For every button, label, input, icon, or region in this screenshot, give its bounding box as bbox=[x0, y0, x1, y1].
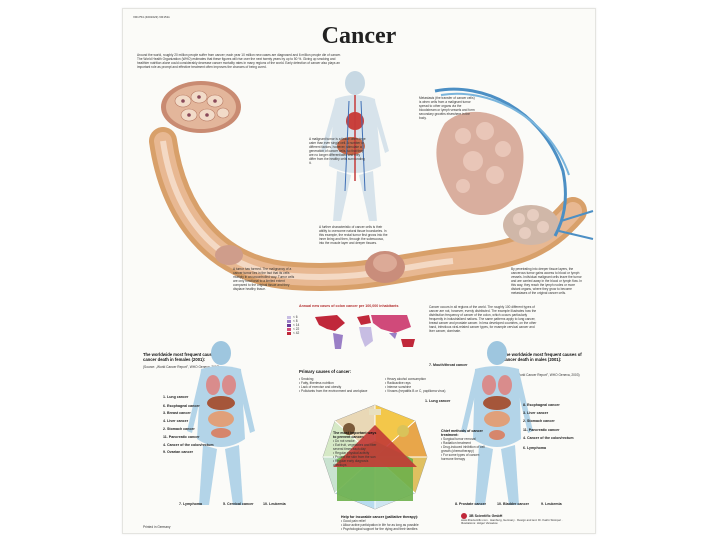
polyp-text: A tumor has formed. The malignancy of a … bbox=[233, 267, 295, 291]
prevention-item: • Protect the skin from the sun bbox=[333, 455, 376, 460]
female-label: 11. Pancreatic cancer bbox=[163, 434, 200, 439]
prevention-item: • Do not smoke bbox=[333, 439, 355, 444]
cancer-poster: VR1754 (4001623) VR1511 Cancer Around th… bbox=[122, 8, 596, 534]
map-title: Annual new cases of colon cancer per 100… bbox=[299, 304, 399, 308]
male-label: 7. Mouth/throat cancer bbox=[429, 363, 468, 367]
cause-item: • Pollutants from the environment and wo… bbox=[299, 389, 368, 393]
legend-label: < 6 bbox=[293, 315, 298, 319]
publisher-logo-icon bbox=[461, 513, 467, 519]
legend-swatch bbox=[287, 327, 291, 331]
female-labels: 1. Lung cancer 6. Esophageal cancer 3. B… bbox=[163, 395, 214, 455]
female-label: 4. Cancer of the colon/rectum bbox=[163, 442, 214, 447]
legend-label: < 14 bbox=[293, 323, 300, 327]
therapy-item: • For some types of cancer: hormone ther… bbox=[441, 453, 480, 462]
legend-label: < 42 bbox=[293, 331, 300, 335]
causes-title: Primary causes of cancer: bbox=[299, 369, 352, 374]
female-label: 1. Lung cancer bbox=[163, 395, 189, 399]
female-label: 9. Ovarian cancer bbox=[163, 450, 193, 455]
cause-item: • Smoking bbox=[299, 377, 314, 381]
invasion-text: A further characteristic of cancer cells… bbox=[319, 225, 388, 245]
legend-swatch bbox=[287, 319, 291, 323]
palliative-title: Help for incurable cancer (palliative th… bbox=[341, 515, 419, 519]
causes-left-list: • Smoking • Fatty, fiberless nutrition •… bbox=[299, 377, 381, 393]
legend-swatch bbox=[287, 331, 291, 335]
male-label: 8. Prostate cancer bbox=[455, 502, 486, 506]
females-title: The worldwide most frequent causes of ca… bbox=[143, 352, 222, 362]
male-labels: 8. Esophageal cancer 3. Liver cancer 2. … bbox=[523, 403, 579, 450]
female-label: 6. Esophageal cancer bbox=[163, 403, 200, 408]
prevention-box: The most important ways to prevent cance… bbox=[333, 431, 377, 467]
causes-right-list: • Heavy alcohol consumption • Radioactiv… bbox=[385, 377, 465, 393]
prevention-item: • Regular physical activity bbox=[333, 451, 370, 456]
palliative-item: • Good pain relief bbox=[341, 519, 366, 524]
therapy-box: Chief methods of cancer treatment: • Sur… bbox=[441, 429, 487, 461]
spread-text: By penetrating into deeper tissue layers… bbox=[511, 267, 583, 295]
female-label: 10. Leukemia bbox=[263, 502, 286, 506]
palliative-box: Help for incurable cancer (palliative th… bbox=[341, 515, 451, 531]
female-label: 3. Breast cancer bbox=[163, 411, 191, 416]
world-map bbox=[315, 315, 415, 349]
male-label: 9. Leukemia bbox=[541, 502, 562, 506]
cause-item: • Intense sunshine bbox=[385, 385, 412, 389]
cause-item: • Radioactive rays bbox=[385, 381, 411, 385]
female-label: 2. Stomach cancer bbox=[163, 426, 195, 431]
publisher-block: 3B Scientific GmbH www.3bscientific.com … bbox=[461, 513, 571, 526]
prevention-item: • Regular early diagnosis checkups bbox=[333, 459, 369, 468]
female-figure bbox=[187, 341, 255, 505]
cause-item: • Heavy alcohol consumption bbox=[385, 377, 426, 381]
females-source: (Source: „World Cancer Report", WHO Gene… bbox=[143, 365, 220, 369]
female-label: 7. Lymphoma bbox=[179, 502, 203, 506]
tumor-text: A malignant tumor is a tissue often ring… bbox=[309, 137, 366, 165]
male-label: 3. Liver cancer bbox=[523, 411, 549, 416]
legend-swatch bbox=[287, 323, 291, 327]
map-legend: < 6 < 8 < 14 < 22 < 42 bbox=[287, 315, 299, 335]
female-label: 4. Liver cancer bbox=[163, 419, 189, 424]
legend-label: < 8 bbox=[293, 319, 298, 323]
tumor-illustration bbox=[149, 71, 594, 291]
male-label: 8. Esophageal cancer bbox=[523, 403, 560, 407]
polyp bbox=[215, 245, 243, 265]
publisher-name: 3B Scientific GmbH bbox=[469, 513, 503, 518]
publisher-info: www.3bscientific.com · Hamburg, Germany … bbox=[461, 518, 563, 526]
male-label: 1. Lung cancer bbox=[425, 399, 451, 403]
prevention-title: The most important ways to prevent cance… bbox=[333, 431, 377, 440]
male-figure bbox=[461, 341, 533, 505]
therapy-item: • Drug-induced inhibition of cell growth… bbox=[441, 445, 485, 454]
palliative-item: • Allow active participation in life for… bbox=[341, 523, 419, 528]
males-source: (Source: „World Cancer Report", WHO Gene… bbox=[503, 373, 580, 377]
legend-swatch bbox=[287, 315, 291, 319]
cause-item: • Lack of exercise and obesity bbox=[299, 385, 342, 389]
metastasis-text: Metastasis (the transfer of cancer cells… bbox=[419, 96, 475, 120]
males-title: The worldwide most frequent causes of ca… bbox=[503, 352, 582, 362]
causes-octagon bbox=[322, 404, 428, 510]
printed-note: Printed in Germany bbox=[143, 525, 171, 529]
legend-label: < 22 bbox=[293, 327, 300, 331]
therapy-item: • Radiation treatment bbox=[441, 441, 471, 446]
map-text: Cancer occurs in all regions of the worl… bbox=[429, 305, 537, 333]
prevention-item: • Eat fruit, vegetables and fiber severa… bbox=[333, 443, 377, 452]
intro-text: Around the world, roughly 20 million peo… bbox=[137, 53, 341, 69]
male-label: 4. Cancer of the colon/rectum bbox=[523, 435, 574, 440]
female-label: 5. Cervical cancer bbox=[223, 502, 254, 506]
therapy-title: Chief methods of cancer treatment: bbox=[441, 429, 483, 438]
cause-item: • Viruses (hepatitis B or C, papilloma v… bbox=[385, 389, 446, 393]
therapy-item: • Surgical tumor removal bbox=[441, 437, 476, 442]
palliative-item: • Psychological support for the dying an… bbox=[341, 527, 418, 532]
poster-code: VR1754 (4001623) VR1511 bbox=[133, 15, 170, 19]
male-label: 10. Bladder cancer bbox=[497, 502, 529, 506]
male-label: 6. Lymphoma bbox=[523, 446, 547, 451]
human-body-figure bbox=[321, 71, 389, 221]
male-label: 2. Stomach cancer bbox=[523, 419, 555, 424]
male-label: 11. Pancreatic cancer bbox=[523, 427, 560, 432]
cause-item: • Fatty, fiberless nutrition bbox=[299, 381, 334, 385]
poster-title: Cancer bbox=[321, 23, 397, 49]
